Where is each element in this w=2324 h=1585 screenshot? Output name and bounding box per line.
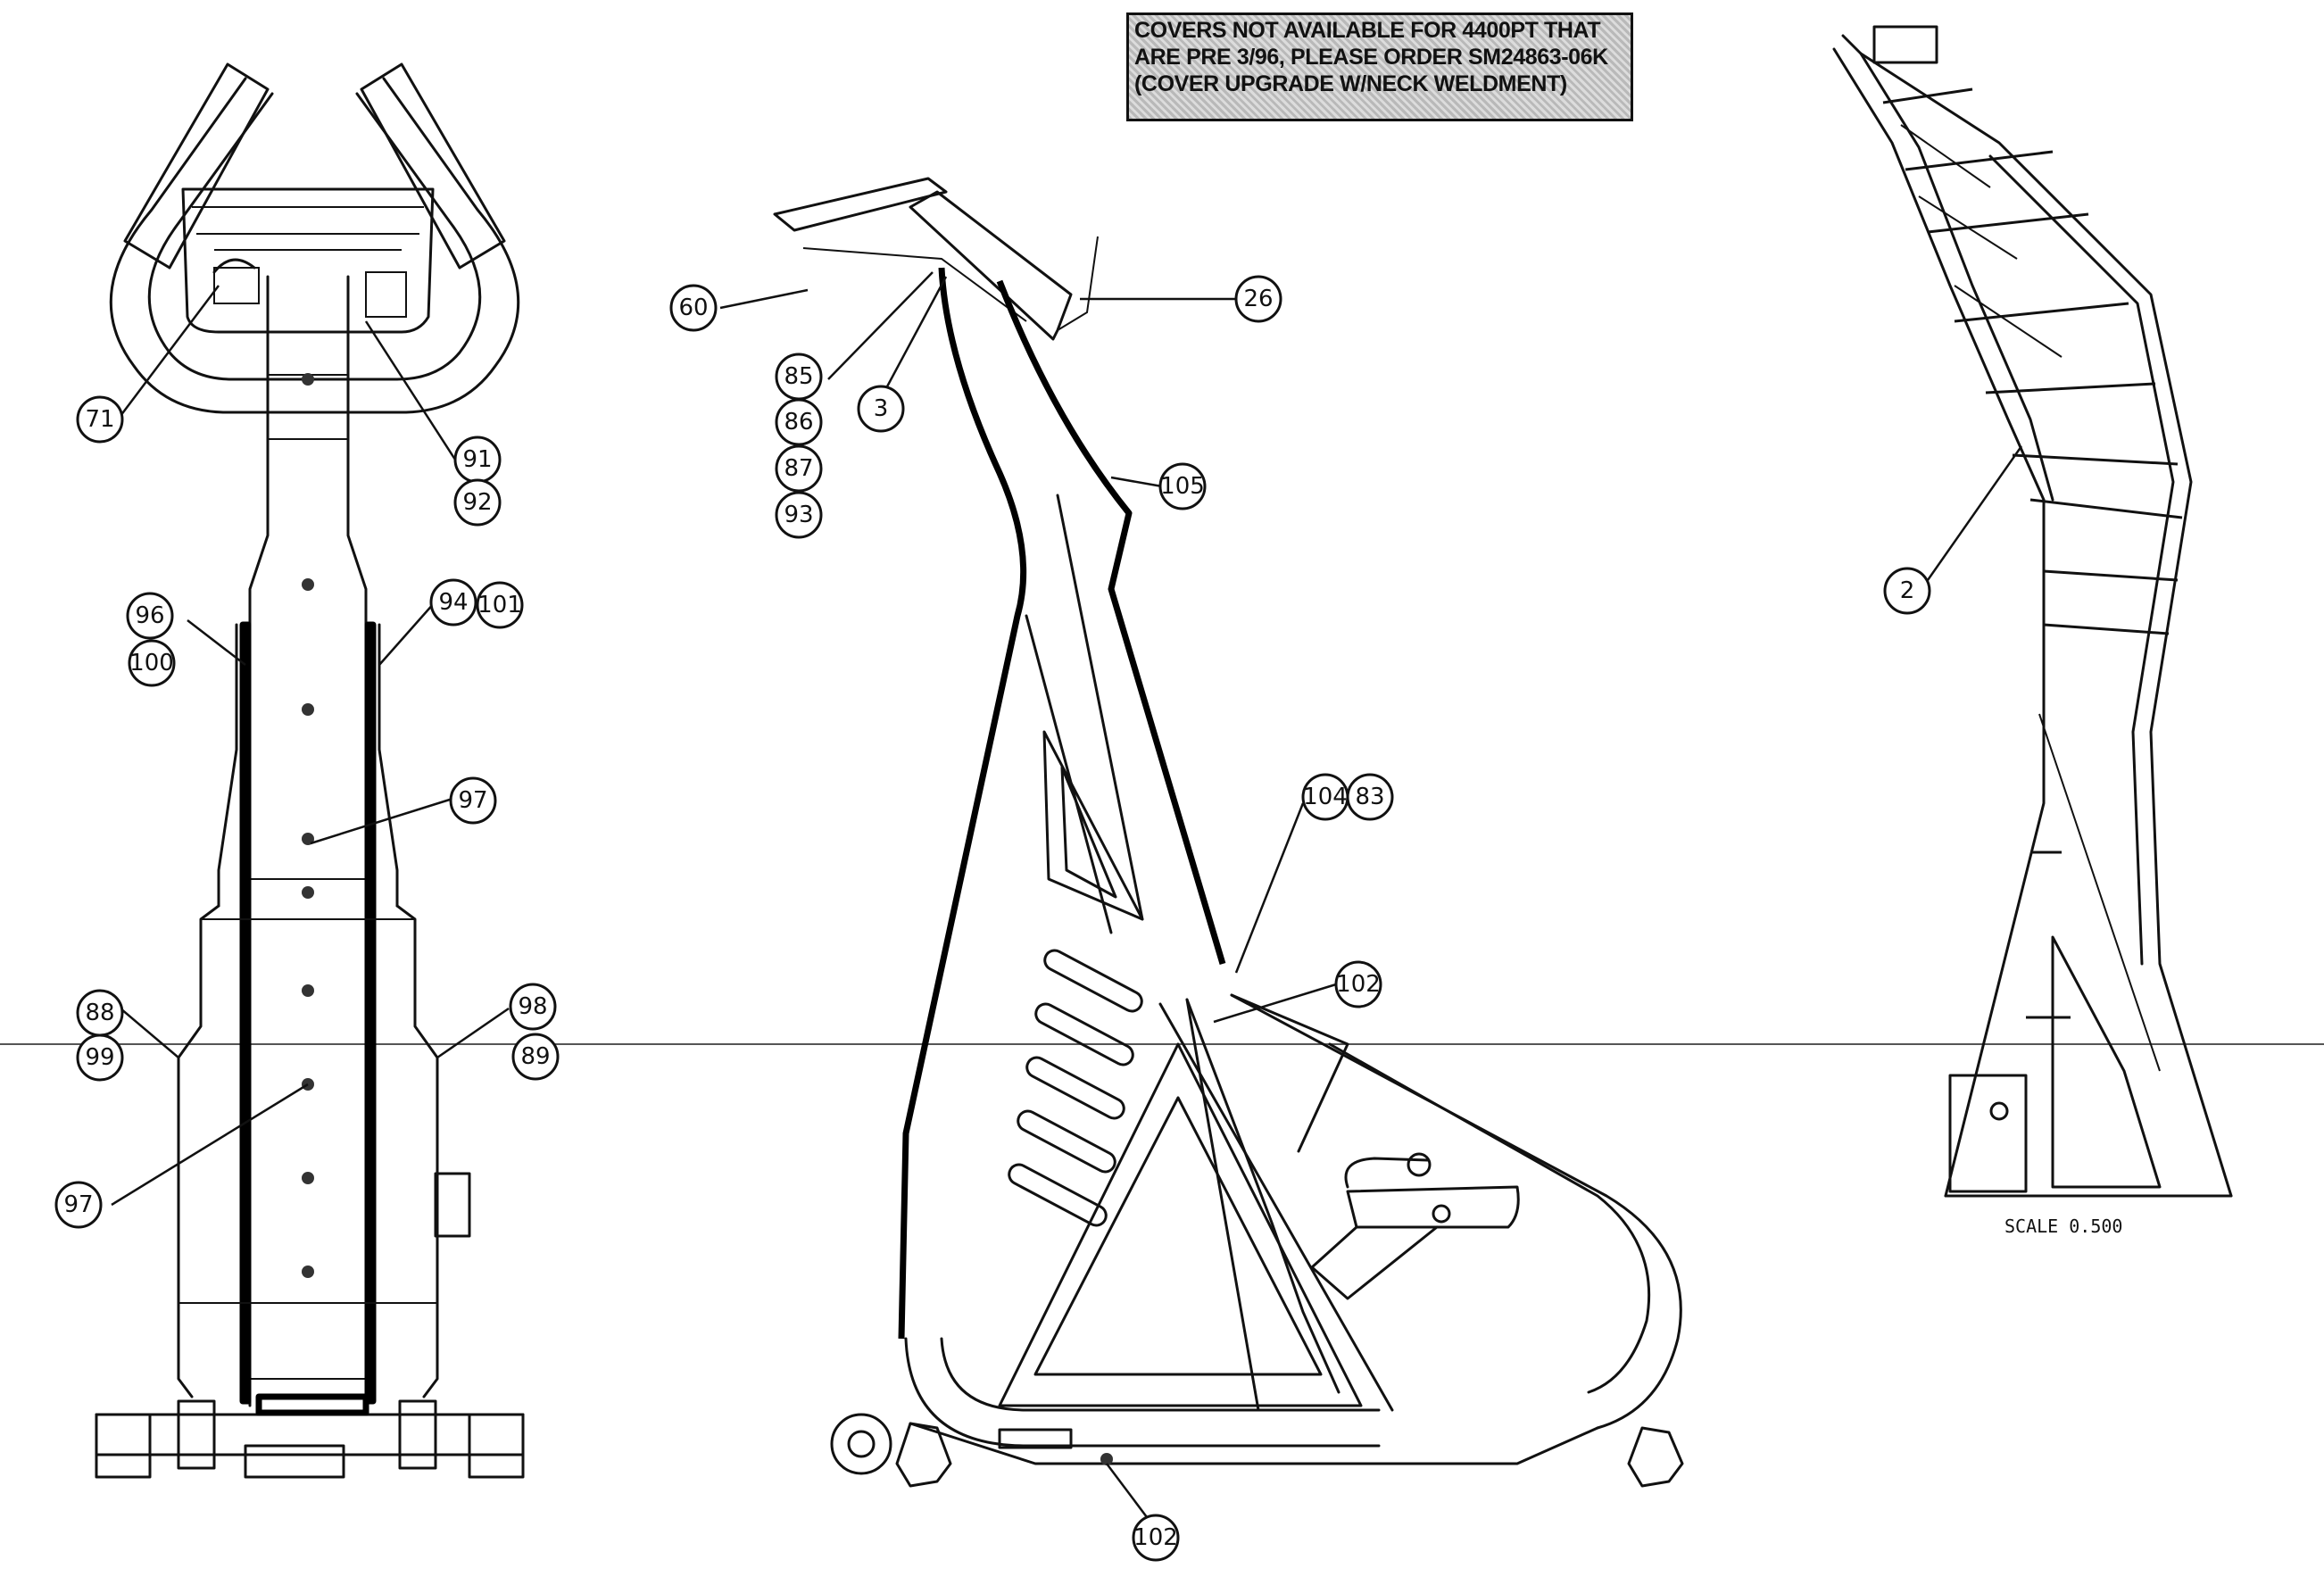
callout-bubble: 101 bbox=[476, 581, 524, 629]
callout-bubble: 60 bbox=[669, 284, 718, 332]
callout-bubble: 97 bbox=[54, 1181, 103, 1229]
side-base bbox=[830, 1413, 1684, 1488]
callout-bubble: 26 bbox=[1234, 275, 1282, 323]
callout-bubble: 89 bbox=[511, 1033, 560, 1081]
callout-bubble: 100 bbox=[128, 639, 176, 687]
callout-bubble: 96 bbox=[126, 592, 174, 640]
callout-label: 105 bbox=[1160, 473, 1205, 500]
callout-bubble: 86 bbox=[775, 398, 823, 446]
callout-label: 91 bbox=[462, 446, 492, 473]
leader-lines bbox=[111, 271, 2023, 1518]
callout-bubble: 3 bbox=[857, 385, 905, 433]
callout-bubble: 98 bbox=[509, 983, 557, 1031]
callout-bubble: 94 bbox=[429, 578, 477, 627]
callout-label: 2 bbox=[1900, 577, 1915, 604]
callout-label: 96 bbox=[135, 602, 164, 629]
callout-bubble: 92 bbox=[453, 478, 502, 527]
callout-label: 26 bbox=[1243, 286, 1273, 312]
column bbox=[239, 275, 377, 1407]
callout-bubble: 93 bbox=[775, 491, 823, 539]
callout-label: 85 bbox=[784, 363, 813, 390]
callout-bubble: 102 bbox=[1334, 960, 1382, 1008]
callout-bubble: 88 bbox=[76, 989, 124, 1037]
callout-label: 99 bbox=[85, 1044, 114, 1071]
callout-label: 71 bbox=[85, 406, 114, 433]
callout-label: 93 bbox=[784, 502, 813, 528]
side-rear-arc bbox=[1230, 993, 1682, 1430]
callout-label: 97 bbox=[63, 1191, 93, 1218]
callout-label: 88 bbox=[85, 1000, 114, 1026]
callout-label: 92 bbox=[462, 489, 492, 516]
callout-bubble: 2 bbox=[1883, 567, 1931, 615]
front-view bbox=[95, 62, 525, 1479]
side-slots bbox=[1008, 949, 1143, 1227]
callout-label: 104 bbox=[1303, 784, 1348, 810]
front-base bbox=[95, 1393, 525, 1479]
callout-label: 87 bbox=[784, 455, 813, 482]
note-text: COVERS NOT AVAILABLE FOR 4400PT THAT ARE… bbox=[1134, 18, 1608, 96]
callout-bubble: 104 bbox=[1301, 773, 1349, 821]
callout-label: 98 bbox=[518, 993, 547, 1020]
callout-label: 100 bbox=[129, 650, 174, 676]
callout-label: 60 bbox=[678, 295, 708, 321]
cover-availability-note: COVERS NOT AVAILABLE FOR 4400PT THAT ARE… bbox=[1126, 12, 1633, 121]
callout-bubble: 105 bbox=[1158, 462, 1207, 510]
callout-label: 86 bbox=[784, 409, 813, 436]
callout-label: 101 bbox=[477, 592, 522, 618]
scale-label: SCALE 0.500 bbox=[2004, 1216, 2123, 1237]
callout-bubble: 71 bbox=[76, 395, 124, 444]
side-view bbox=[773, 177, 1684, 1488]
callout-bubble: 99 bbox=[76, 1033, 124, 1082]
callout-bubble: 83 bbox=[1346, 773, 1394, 821]
callout-label: 102 bbox=[1336, 971, 1381, 998]
callout-bubble: 97 bbox=[449, 776, 497, 825]
callout-bubbles: 71 91 92 96 100 94 101 97 97 88 99 98 89… bbox=[54, 275, 1931, 1562]
callout-label: 89 bbox=[520, 1043, 550, 1070]
handlebar bbox=[109, 62, 520, 414]
callout-label: 3 bbox=[874, 395, 889, 422]
callout-bubble: 91 bbox=[453, 436, 502, 484]
callout-label: 94 bbox=[438, 589, 468, 616]
side-console bbox=[773, 177, 1099, 341]
side-triangle bbox=[998, 1042, 1363, 1407]
callout-bubble: 85 bbox=[775, 353, 823, 401]
callout-label: 102 bbox=[1133, 1524, 1178, 1551]
console bbox=[181, 187, 435, 334]
callout-label: 83 bbox=[1355, 784, 1384, 810]
callout-bubble: 102 bbox=[1132, 1514, 1180, 1562]
side-covers bbox=[177, 623, 471, 1398]
section-view bbox=[1832, 25, 2233, 1198]
callout-label: 97 bbox=[458, 787, 487, 814]
side-frame bbox=[898, 267, 1394, 1448]
callout-bubble: 87 bbox=[775, 444, 823, 493]
